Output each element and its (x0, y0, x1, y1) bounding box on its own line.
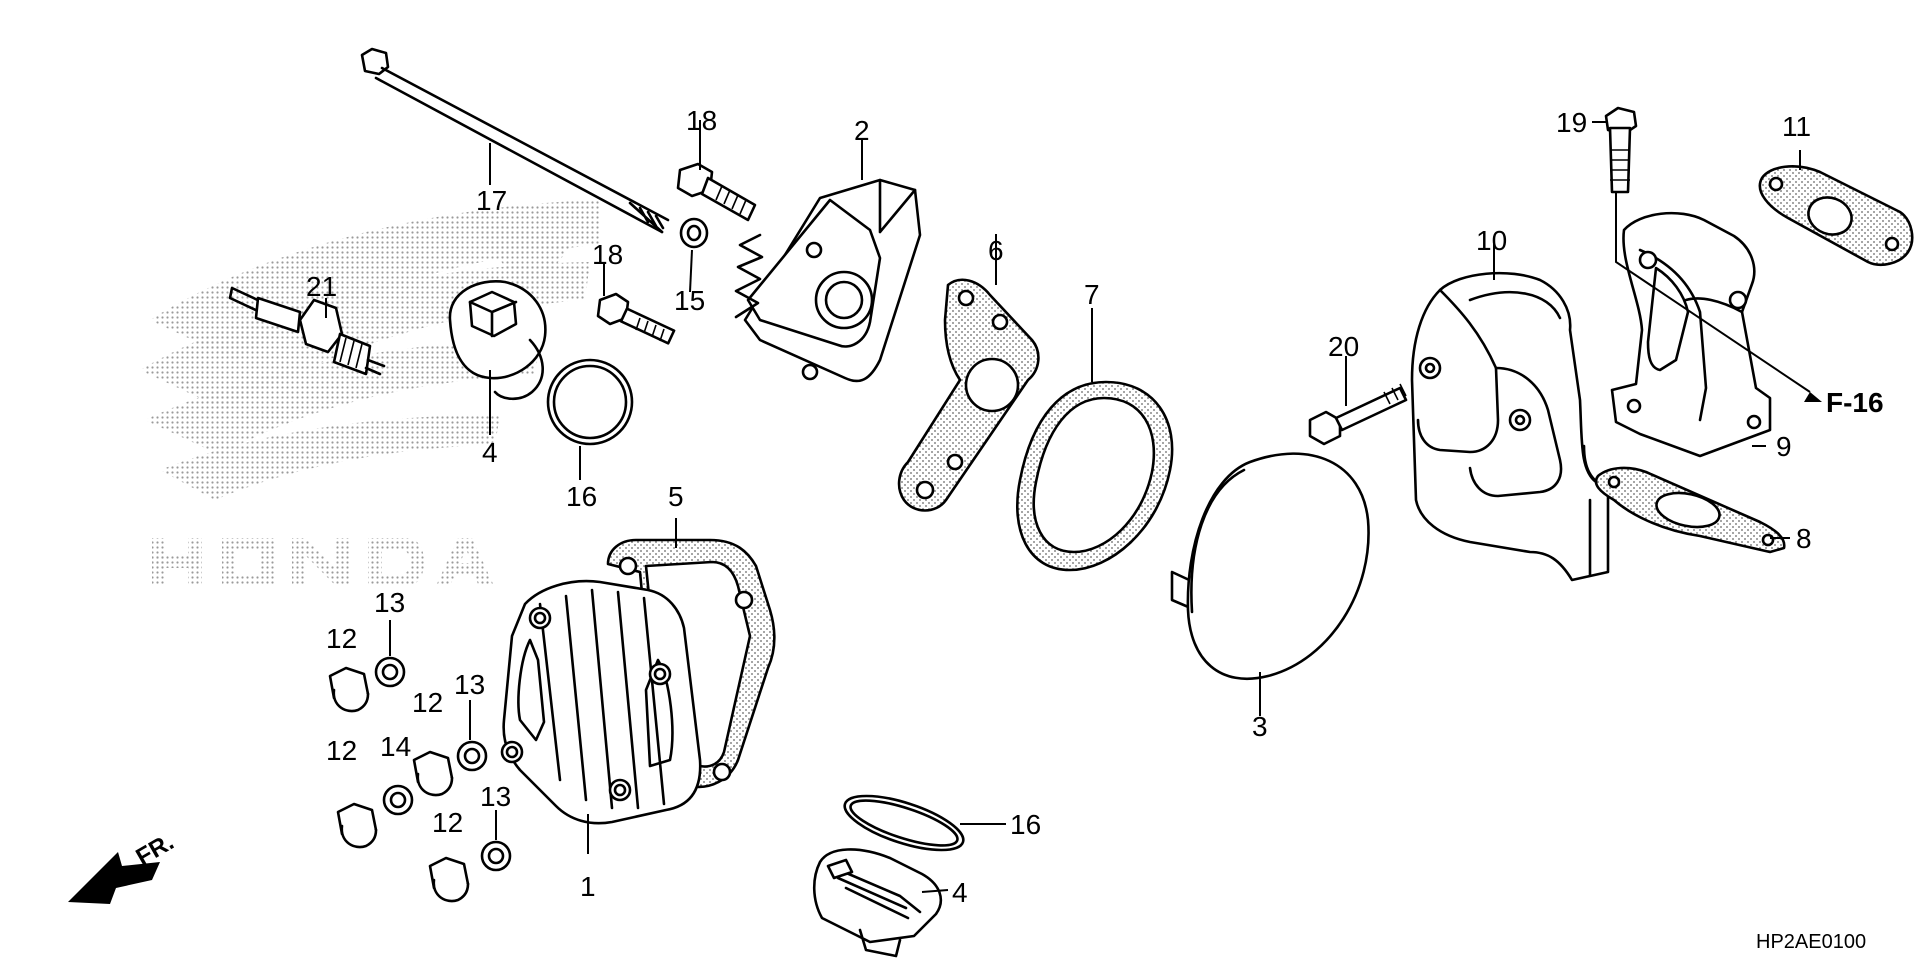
washer-13-a (374, 656, 406, 688)
cover-3 (1170, 452, 1370, 681)
o-ring-16-upper (546, 358, 634, 446)
cap-nut-12-a (328, 666, 370, 713)
front-arrow-icon: FR. (68, 828, 178, 904)
callout-16-upper: 16 (566, 481, 597, 512)
flange-bolt-18-lower (596, 292, 676, 345)
leader-lines (325, 120, 1822, 893)
callout-13-c: 13 (480, 781, 511, 812)
callout-12-c: 12 (326, 735, 357, 766)
callout-7: 7 (1084, 279, 1100, 310)
cap-nut-12-b (412, 750, 454, 797)
filler-cap-4-lower (812, 848, 943, 958)
callout-20: 20 (1328, 331, 1359, 362)
callout-2: 2 (854, 115, 870, 146)
spark-plug-21 (228, 286, 386, 376)
cap-nut-12-c (336, 802, 378, 849)
callout-5: 5 (668, 481, 684, 512)
head-cover-1 (500, 579, 702, 825)
gasket-8 (1594, 466, 1786, 554)
stud-bolt-17 (360, 47, 670, 234)
intake-pipe-10 (1410, 271, 1610, 582)
reference-label: F-16 (1826, 387, 1884, 418)
callout-19: 19 (1556, 107, 1587, 138)
callout-9: 9 (1776, 431, 1792, 462)
callout-18-upper: 18 (686, 105, 717, 136)
cylinder-head-2 (734, 178, 922, 383)
callout-1: 1 (580, 871, 596, 902)
callout-18-lower: 18 (592, 239, 623, 270)
callout-4-lower: 4 (952, 877, 968, 908)
callout-12-a: 12 (326, 623, 357, 654)
gasket-6 (897, 278, 1040, 512)
callout-15: 15 (674, 285, 705, 316)
callout-4-upper: 4 (482, 437, 498, 468)
washer-14 (382, 784, 414, 816)
callout-6: 6 (988, 235, 1004, 266)
callout-10: 10 (1476, 225, 1507, 256)
ring-gasket-7 (1016, 380, 1174, 572)
gasket-11 (1758, 165, 1914, 266)
callout-3: 3 (1252, 711, 1268, 742)
callout-16-lower: 16 (1010, 809, 1041, 840)
diagram-code: HP2AE0100 (1756, 931, 1866, 953)
callout-12-d: 12 (432, 807, 463, 838)
washer-13-b (456, 740, 488, 772)
flange-bolt-18-upper (676, 162, 757, 222)
cap-nut-12-d (428, 856, 470, 903)
callout-11: 11 (1782, 111, 1811, 142)
callout-17: 17 (476, 185, 507, 216)
callout-21: 21 (306, 271, 337, 302)
honda-wordmark (152, 538, 494, 586)
bolt-19 (1604, 106, 1638, 194)
washer-13-c (480, 840, 512, 872)
insulator-9 (1610, 211, 1772, 458)
bolt-20 (1308, 383, 1408, 446)
o-ring-16-lower (843, 794, 965, 852)
callout-12-b: 12 (412, 687, 443, 718)
callout-8: 8 (1796, 523, 1812, 554)
filler-cap-4-upper (448, 280, 547, 401)
washer-15 (679, 217, 709, 249)
callout-13-b: 13 (454, 669, 485, 700)
callout-13-a: 13 (374, 587, 405, 618)
callout-14: 14 (380, 731, 411, 762)
callout-labels: 17 18 18 15 21 4 16 2 6 7 20 10 19 11 F-… (306, 105, 1884, 908)
